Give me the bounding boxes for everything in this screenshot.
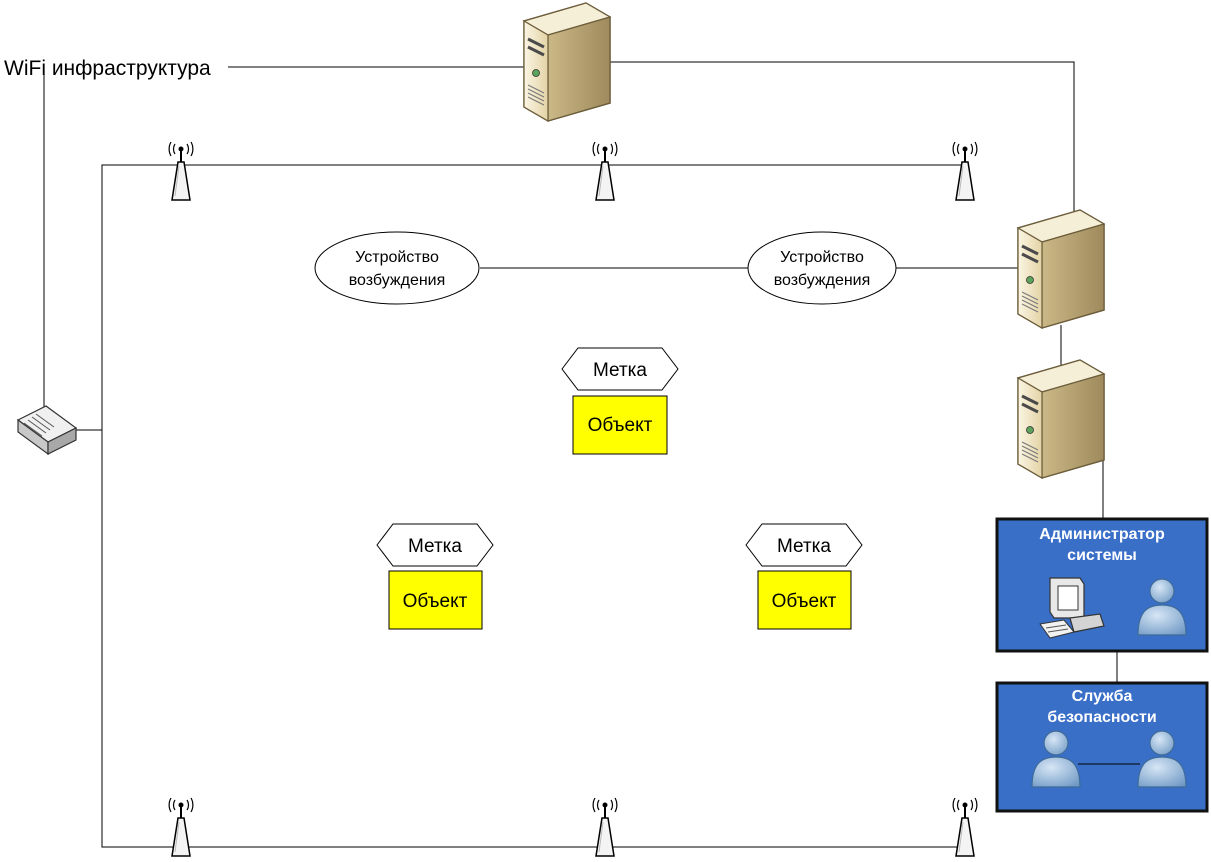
security-panel-title: Служба (1072, 688, 1133, 705)
tag-object-group: Метка Объект (376, 523, 494, 630)
connection-lines (43, 61, 1118, 848)
access-point-icon (168, 797, 194, 857)
object-label: Объект (772, 591, 837, 612)
excitation-device-label: Устройство (355, 249, 439, 266)
wifi-infrastructure-label: WiFi инфраструктура (4, 57, 211, 80)
excitation-device: Устройство возбуждения (747, 231, 897, 305)
tag-object-group: Метка Объект (745, 523, 863, 630)
excitation-device: Устройство возбуждения (314, 231, 480, 305)
access-point-icon (592, 141, 618, 201)
tag-label: Метка (408, 536, 462, 557)
right-lower-server-icon (1016, 358, 1106, 480)
admin-panel-subtitle: системы (1067, 547, 1137, 564)
access-point-icon (592, 797, 618, 857)
tag-label: Метка (777, 536, 831, 557)
top-server-icon (522, 1, 612, 123)
excitation-device-label: возбуждения (349, 272, 446, 289)
access-point-icon (168, 141, 194, 201)
object-label: Объект (588, 415, 653, 436)
security-panel-subtitle: безопасности (1047, 709, 1156, 726)
admin-panel: Администратор системы (995, 517, 1209, 653)
access-point-icon (952, 797, 978, 857)
network-switch-icon (16, 405, 78, 456)
admin-panel-title: Администратор (1039, 526, 1165, 543)
tag-object-group: Метка Объект (561, 347, 679, 455)
excitation-device-label: Устройство (780, 249, 864, 266)
right-server-icon (1016, 208, 1106, 330)
access-point-icon (952, 141, 978, 201)
excitation-device-label: возбуждения (774, 272, 871, 289)
security-panel: Служба безопасности (995, 681, 1209, 813)
object-label: Объект (403, 591, 468, 612)
tag-label: Метка (593, 360, 647, 381)
